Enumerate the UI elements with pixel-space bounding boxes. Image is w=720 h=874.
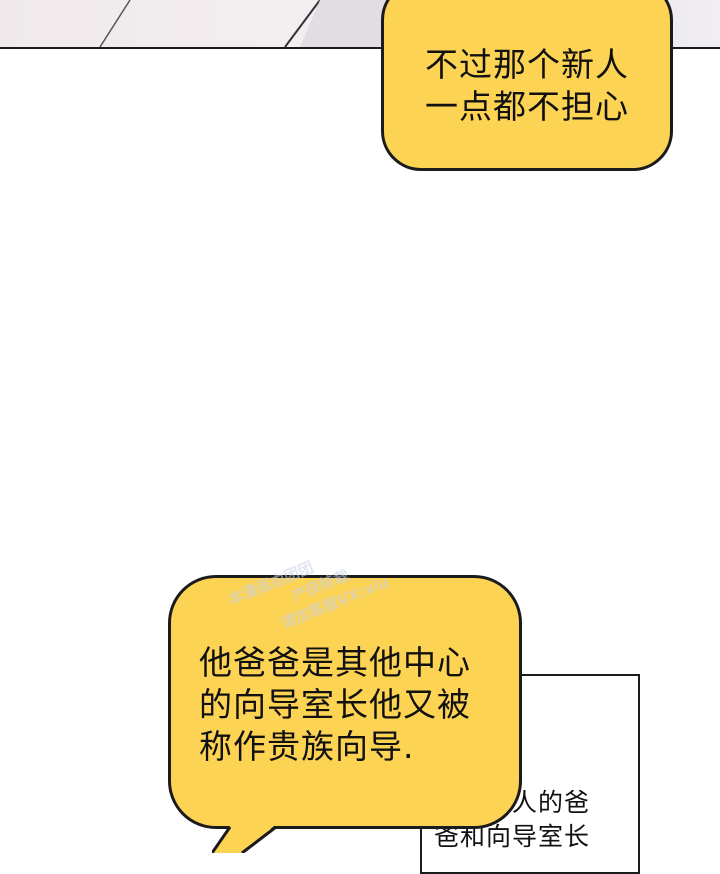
bubble-bottom-line-3: 称作贵族向导. (199, 727, 415, 766)
bubble-top-line-1: 不过那个新人 (425, 44, 629, 84)
speech-bubble-top-text: 不过那个新人 一点都不担心 (425, 44, 629, 128)
speech-bubble-bottom-text: 他爸爸是其他中心 的向导室长他又被 称作贵族向导. (199, 642, 495, 768)
panel-lines-graphic (99, 0, 400, 47)
bubble-bottom-line-2: 的向导室长他又被 (199, 685, 471, 724)
bubble-top-line-2: 一点都不担心 (425, 86, 629, 126)
bubble-bottom-line-1: 他爸爸是其他中心 (199, 643, 471, 682)
speech-bubble-top: 不过那个新人 一点都不担心 (381, 0, 673, 171)
speech-bubble-bottom: 他爸爸是其他中心 的向导室长他又被 称作贵族向导. (168, 575, 522, 829)
speech-bubble-tail (212, 825, 277, 853)
